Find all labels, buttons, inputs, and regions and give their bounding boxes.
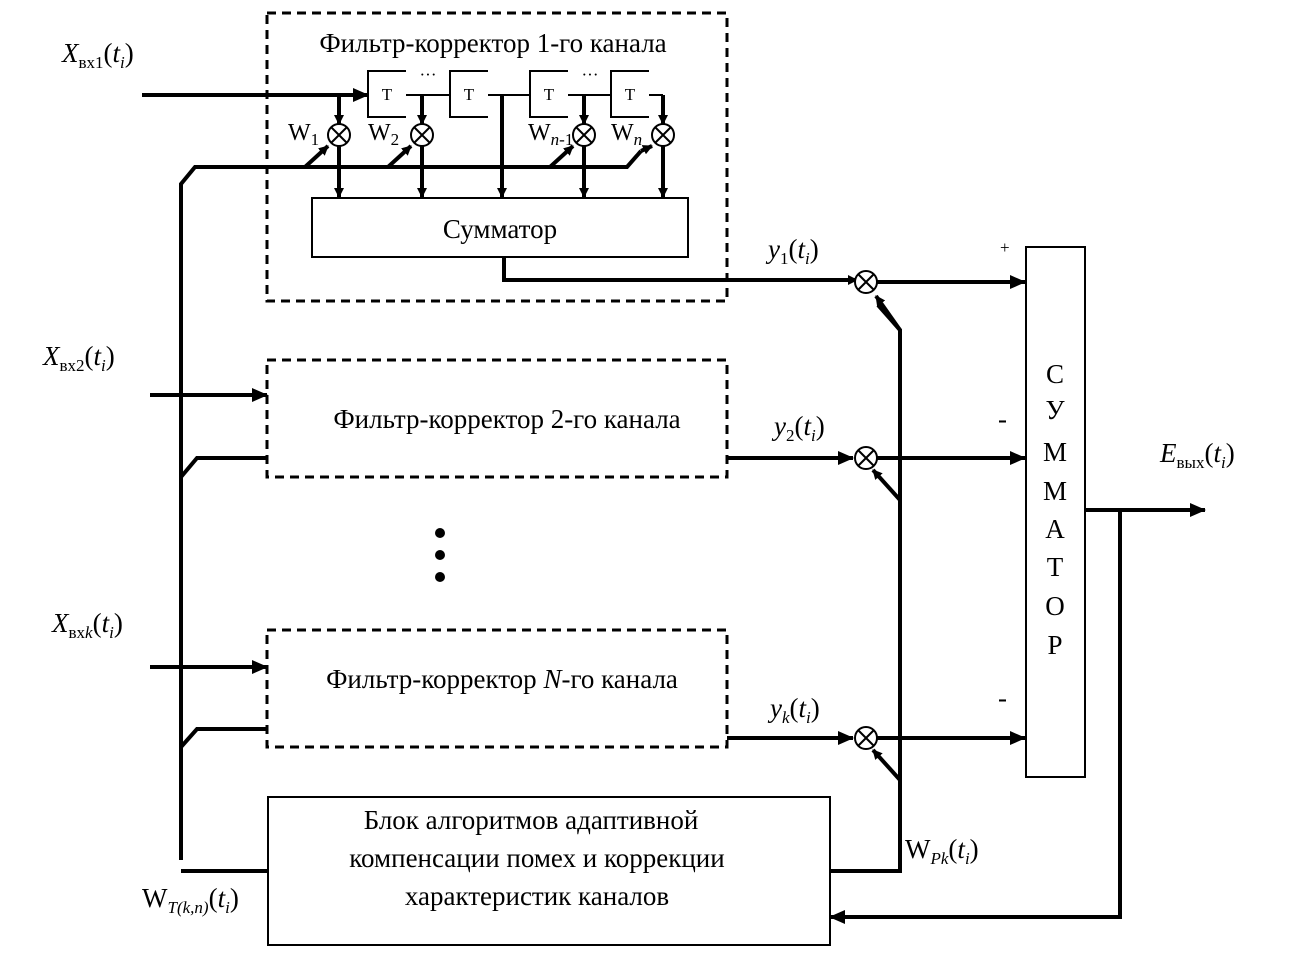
svg-text:М: М — [1043, 437, 1067, 467]
weight-label-w1: W1 — [288, 120, 319, 149]
sign-minus: - — [998, 683, 1007, 713]
multiplier-w1 — [327, 123, 351, 147]
filter2-frame — [265, 358, 729, 479]
algorithm-line-2: компенсации помех и коррекции — [349, 843, 724, 873]
algorithm-line-1: Блок алгоритмов адаптивной — [364, 805, 699, 835]
input1-label: Xвх1(ti) — [61, 38, 134, 72]
filter1-title: Фильтр-корректор 1-го канала — [319, 28, 666, 58]
sign-plus: + — [1000, 238, 1010, 257]
y2-label: y2(ti) — [771, 411, 825, 445]
weight-label-wn-1: Wn-1 — [528, 120, 573, 149]
output-label: Eвых(ti) — [1159, 438, 1235, 472]
delay-ellipsis: ··· — [582, 65, 599, 84]
algorithm-line-3: характеристик каналов — [405, 881, 669, 911]
svg-text:С: С — [1046, 359, 1064, 389]
multiplier-wn — [651, 123, 675, 147]
y1-label: y1(ti) — [765, 234, 819, 268]
svg-text:О: О — [1045, 591, 1065, 621]
filterN-title: Фильтр-корректор N-го канала — [326, 664, 678, 694]
delay-ellipsis: ··· — [420, 65, 437, 84]
multiplier-y2 — [854, 446, 878, 470]
svg-text:У: У — [1045, 395, 1065, 425]
wp-label: WPk(ti) — [905, 834, 979, 868]
delay-label: T — [625, 85, 636, 104]
svg-text:Т: Т — [1047, 552, 1064, 582]
svg-text:М: М — [1043, 476, 1067, 506]
weight-label-wn: Wn — [611, 120, 642, 149]
delay-label: T — [544, 85, 555, 104]
inputk-label: Xвхk(ti) — [51, 608, 123, 642]
input2-label: Xвх2(ti) — [42, 341, 115, 375]
yk-label: yk(ti) — [767, 693, 820, 727]
feedback-line — [829, 510, 1122, 924]
sign-minus: - — [998, 404, 1007, 434]
multiplier-yk — [854, 726, 878, 750]
multiplier-wn-1 — [572, 123, 596, 147]
weight-bus — [179, 149, 643, 860]
main-adder-label: С У М М А Т О Р — [1043, 359, 1067, 660]
wt-label: WT(k,n)(ti) — [142, 883, 239, 917]
wp-bus — [830, 303, 902, 873]
svg-text:Р: Р — [1047, 630, 1062, 660]
svg-text:А: А — [1045, 514, 1065, 544]
filterN-frame — [265, 628, 729, 749]
delay-line: T T T T ··· ··· — [367, 65, 663, 118]
algorithm-block — [267, 796, 831, 946]
multiplier-w2 — [410, 123, 434, 147]
weight-label-w2: W2 — [368, 120, 399, 149]
channel-ellipsis — [435, 528, 445, 582]
main-adder — [1025, 246, 1086, 778]
filter1-adder-label: Сумматор — [443, 214, 557, 244]
filter1-adder — [311, 197, 689, 258]
filter1-frame — [265, 11, 729, 303]
filter2-title: Фильтр-корректор 2-го канала — [333, 404, 680, 434]
delay-label: T — [464, 85, 475, 104]
multiplier-y1 — [854, 270, 878, 294]
delay-label: T — [382, 85, 393, 104]
